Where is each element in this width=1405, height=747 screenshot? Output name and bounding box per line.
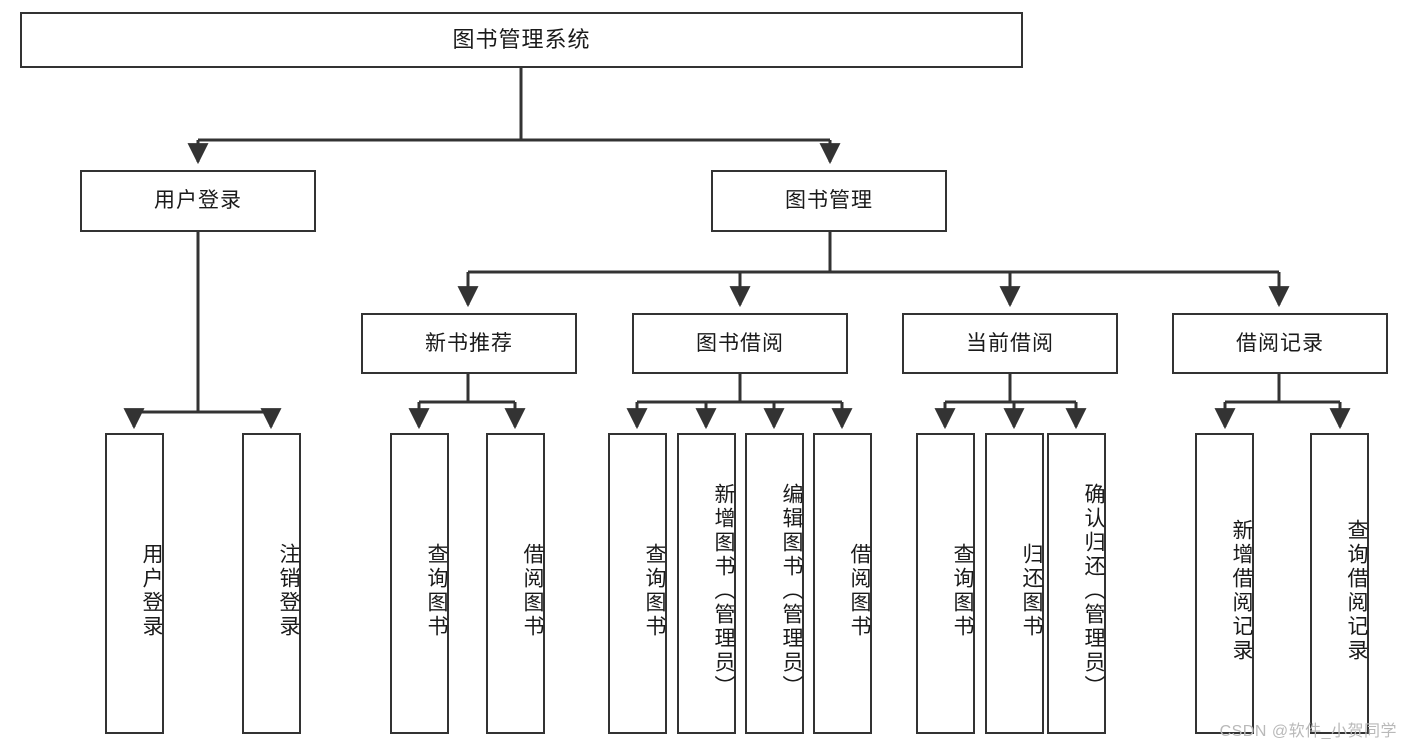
node-book-management[interactable]: 图书管理 bbox=[711, 170, 947, 232]
node-label: 当前借阅 bbox=[966, 331, 1054, 355]
leaf-logout[interactable]: 注销登录 bbox=[242, 433, 301, 734]
leaf-borrow-book-new[interactable]: 借阅图书 bbox=[486, 433, 545, 734]
node-book-borrow[interactable]: 图书借阅 bbox=[632, 313, 848, 374]
node-label: 借阅记录 bbox=[1236, 331, 1324, 355]
node-label: 图书管理 bbox=[785, 189, 873, 213]
node-user-login[interactable]: 用户登录 bbox=[80, 170, 316, 232]
node-new-book-recommend[interactable]: 新书推荐 bbox=[361, 313, 577, 374]
node-label: 注销登录 bbox=[277, 542, 300, 639]
leaf-search-borrow-record[interactable]: 查询借阅记录 bbox=[1310, 433, 1369, 734]
node-label: 查询图书 bbox=[425, 542, 448, 639]
node-root-system[interactable]: 图书管理系统 bbox=[20, 12, 1023, 68]
node-label: 查询图书 bbox=[643, 542, 666, 639]
leaf-search-book-borrow[interactable]: 查询图书 bbox=[608, 433, 667, 734]
node-current-borrow[interactable]: 当前借阅 bbox=[902, 313, 1118, 374]
node-borrow-record[interactable]: 借阅记录 bbox=[1172, 313, 1388, 374]
node-label: 新书推荐 bbox=[425, 331, 513, 355]
node-label: 用户登录 bbox=[140, 542, 163, 639]
leaf-add-book-admin[interactable]: 新增图书（管理员） bbox=[677, 433, 736, 734]
node-label: 图书管理系统 bbox=[452, 26, 591, 52]
leaf-confirm-return-admin[interactable]: 确认归还（管理员） bbox=[1047, 433, 1106, 734]
leaf-add-borrow-record[interactable]: 新增借阅记录 bbox=[1195, 433, 1254, 734]
leaf-user-login[interactable]: 用户登录 bbox=[105, 433, 164, 734]
leaf-borrow-book[interactable]: 借阅图书 bbox=[813, 433, 872, 734]
node-label: 用户登录 bbox=[154, 189, 242, 213]
node-label: 借阅图书 bbox=[848, 542, 871, 639]
leaf-search-book-current[interactable]: 查询图书 bbox=[916, 433, 975, 734]
node-label: 查询借阅记录 bbox=[1345, 518, 1368, 663]
node-label: 确认归还（管理员） bbox=[1082, 482, 1105, 699]
node-label: 图书借阅 bbox=[696, 331, 784, 355]
node-label: 查询图书 bbox=[951, 542, 974, 639]
node-label: 新增图书（管理员） bbox=[712, 482, 735, 699]
leaf-search-book-new[interactable]: 查询图书 bbox=[390, 433, 449, 734]
node-label: 归还图书 bbox=[1020, 542, 1043, 639]
node-label: 新增借阅记录 bbox=[1230, 518, 1253, 663]
leaf-edit-book-admin[interactable]: 编辑图书（管理员） bbox=[745, 433, 804, 734]
leaf-return-book[interactable]: 归还图书 bbox=[985, 433, 1044, 734]
node-label: 编辑图书（管理员） bbox=[780, 482, 803, 699]
node-label: 借阅图书 bbox=[521, 542, 544, 639]
